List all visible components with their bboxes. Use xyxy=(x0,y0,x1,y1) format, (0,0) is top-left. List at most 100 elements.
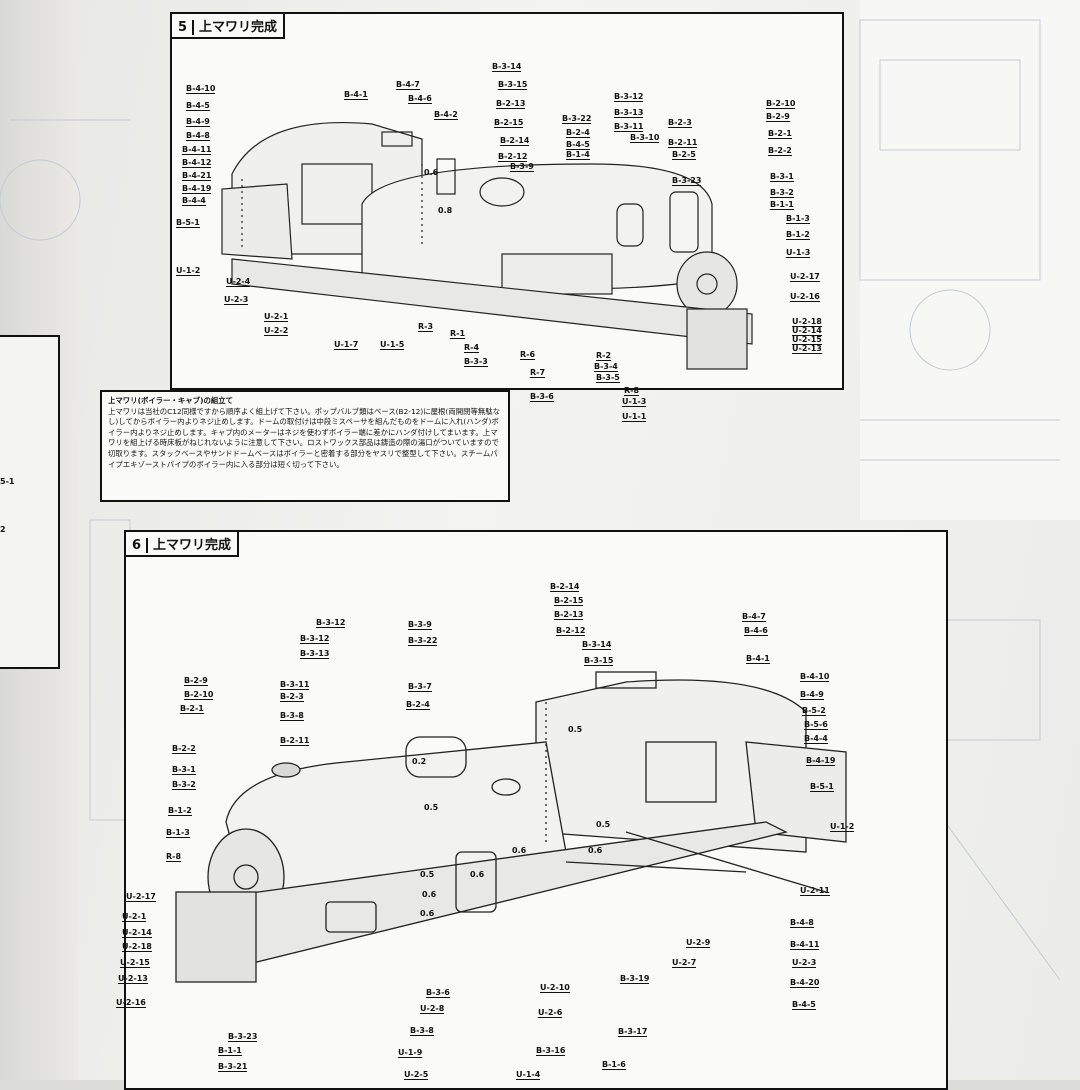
callout-label: U-2-15 xyxy=(120,958,150,968)
callout-label: U-1-7 xyxy=(334,340,359,350)
step-title: 上マワリ完成 xyxy=(153,538,232,553)
callout-label: B-4-6 xyxy=(408,94,432,104)
callout-label: B-2-4 xyxy=(406,700,430,710)
callout-label: 0.5 xyxy=(424,803,439,812)
callout-label: B-4-9 xyxy=(800,690,824,700)
callout-label: B-4-8 xyxy=(186,131,210,141)
callout-label: B-3-11 xyxy=(614,122,644,132)
callout-label: 0.6 xyxy=(512,846,527,855)
callout-label: B-4-9 xyxy=(186,117,210,127)
callout-label: B-5-1 xyxy=(176,218,200,228)
callout-label: B-1-2 xyxy=(168,806,192,816)
callout-label: U-1-2 xyxy=(176,266,201,276)
callout-label: U-2-14 xyxy=(792,326,822,336)
callout-label: B-3-13 xyxy=(300,649,330,659)
callout-label: B-4-7 xyxy=(742,612,766,622)
callout-label: U-1-2 xyxy=(830,822,855,832)
callout-label: B-2-14 xyxy=(500,136,530,146)
callout-label: U-2-4 xyxy=(226,277,251,287)
callout-label: U-2-11 xyxy=(800,886,830,896)
callout-label: 0.5 xyxy=(596,820,611,829)
callout-label: U-2-6 xyxy=(538,1008,563,1018)
callout-label: B-3-17 xyxy=(618,1027,648,1037)
callout-label: B-2-10 xyxy=(184,690,214,700)
callout-label: 0.6 xyxy=(424,168,439,177)
callout-label: U-2-7 xyxy=(672,958,697,968)
callout-label: B-3-23 xyxy=(228,1032,258,1042)
callout-label: B-1-1 xyxy=(770,200,794,210)
callout-label: B-3-15 xyxy=(584,656,614,666)
callout-label: B-4-19 xyxy=(182,184,212,194)
callout-label: B-2-1 xyxy=(180,704,204,714)
callout-label: R-8 xyxy=(166,852,182,862)
step-number: 6 xyxy=(132,538,149,553)
callout-label: B-4-8 xyxy=(790,918,814,928)
callout-label: B-2-2 xyxy=(768,146,792,156)
callout-label: B-3-11 xyxy=(280,680,310,690)
callout-label: B-3-7 xyxy=(408,682,432,692)
note-body: 上マワリは当社のC12同様ですから順序よく組上げて下さい。ポップバルブ類はベース… xyxy=(108,406,501,469)
callout-label: U-1-4 xyxy=(516,1070,541,1080)
callout-label: B-3-21 xyxy=(218,1062,248,1072)
callout-label: R-8 xyxy=(624,386,640,396)
callout-label: U-2-9 xyxy=(686,938,711,948)
callout-label: B-3-1 xyxy=(172,765,196,775)
step-title: 上マワリ完成 xyxy=(199,20,278,35)
callout-label: B-1-3 xyxy=(786,214,810,224)
callout-label: B-3-9 xyxy=(408,620,432,630)
callout-label: B-4-6 xyxy=(744,626,768,636)
callout-label: B-3-13 xyxy=(614,108,644,118)
callout-label: B-3-2 xyxy=(770,188,794,198)
callout-label: U-2-16 xyxy=(116,998,146,1008)
callout-label: B-3-8 xyxy=(280,711,304,721)
callout-label: B-3-16 xyxy=(536,1046,566,1056)
callout-label: B-3-3 xyxy=(464,357,488,367)
callout-label: B-2-5 xyxy=(672,150,696,160)
left-page-frame: 5-1 2 xyxy=(0,335,60,669)
callout-label: B-2-11 xyxy=(280,736,310,746)
callout-label: B-2-1 xyxy=(768,129,792,139)
callout-label: 0.5 xyxy=(420,870,435,879)
callout-label: B-4-7 xyxy=(396,80,420,90)
callout-label: U-2-16 xyxy=(790,292,820,302)
callout-label: R-2 xyxy=(596,351,612,361)
callout-label: U-1-1 xyxy=(622,412,647,422)
callout-label: U-2-1 xyxy=(122,912,147,922)
callout-label: U-2-2 xyxy=(264,326,289,336)
callout-label: U-1-5 xyxy=(380,340,405,350)
callout-label: U-2-14 xyxy=(122,928,152,938)
callout-label: R-7 xyxy=(530,368,546,378)
step-6-title: 6 上マワリ完成 xyxy=(124,530,240,557)
callout-label: B-3-10 xyxy=(630,133,660,143)
callout-label: B-3-12 xyxy=(316,618,346,628)
callout-label: B-5-6 xyxy=(804,720,828,730)
callout-label: B-4-2 xyxy=(434,110,458,120)
callout-label: B-2-9 xyxy=(184,676,208,686)
callout-label: B-4-10 xyxy=(186,84,216,94)
callout-label: R-3 xyxy=(418,322,434,332)
callout-label: U-2-17 xyxy=(790,272,820,282)
callout-label: U-2-10 xyxy=(540,983,570,993)
callout-label: B-4-5 xyxy=(792,1000,816,1010)
callout-label: B-2-9 xyxy=(766,112,790,122)
callout-label: U-2-18 xyxy=(122,942,152,952)
callout-label: R-1 xyxy=(450,329,466,339)
callout-label: B-1-3 xyxy=(166,828,190,838)
callout-label: B-3-5 xyxy=(596,373,620,383)
callout-label: B-1-4 xyxy=(566,150,590,160)
assembly-note: 上マワリ(ボイラー・キャブ)の組立て 上マワリは当社のC12同様ですから順序よく… xyxy=(100,390,510,502)
callout-label: B-1-2 xyxy=(786,230,810,240)
callout-label: U-2-1 xyxy=(264,312,289,322)
callout-label: B-2-11 xyxy=(668,138,698,148)
locomotive-drawing-upper-view xyxy=(221,121,753,370)
callout-label: B-3-23 xyxy=(672,176,702,186)
callout-label: U-2-17 xyxy=(126,892,156,902)
callout-label: B-2-14 xyxy=(550,582,580,592)
callout-label: B-2-3 xyxy=(280,692,304,702)
callout-label: B-4-1 xyxy=(746,654,770,664)
callout-label: B-1-6 xyxy=(602,1060,626,1070)
paper-right-sheet xyxy=(860,0,1080,520)
callout-label: B-3-1 xyxy=(770,172,794,182)
callout-label: B-4-11 xyxy=(790,940,820,950)
callout-label: U-2-3 xyxy=(792,958,817,968)
